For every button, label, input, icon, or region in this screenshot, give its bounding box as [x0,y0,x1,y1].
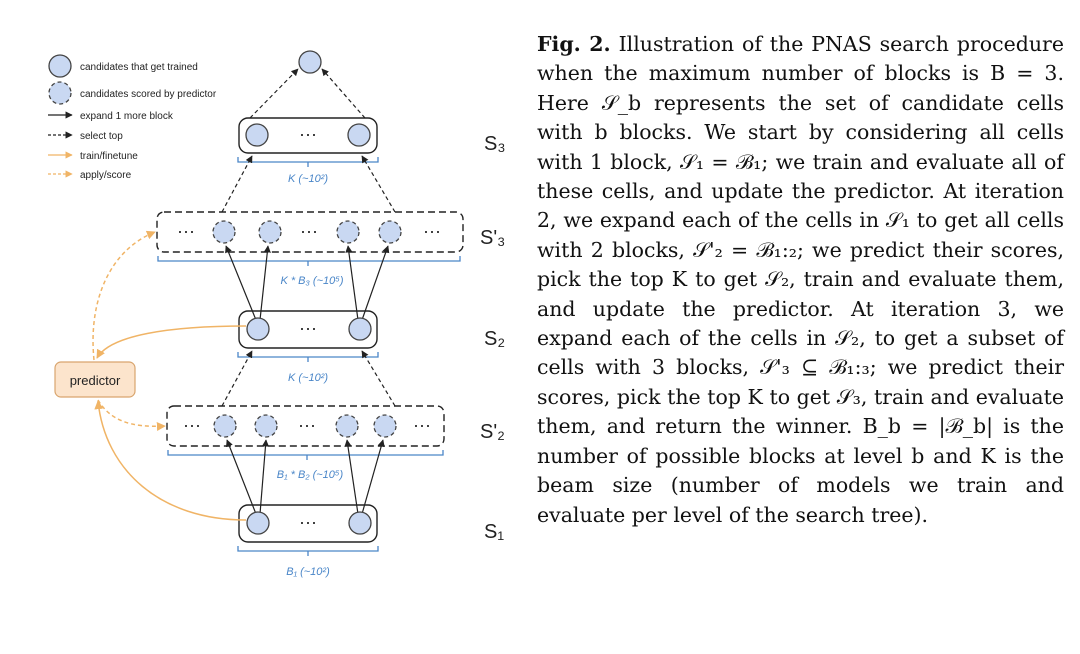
s3-node-right [347,123,371,147]
pnas-diagram: candidates that get trained candidates s… [48,50,505,578]
figure-caption: Fig. 2. Illustration of the PNAS search … [537,30,1064,530]
s3p-node-4 [378,220,402,244]
s1-ellipsis: ··· [299,512,317,532]
s3-size-label: K (~10²) [288,173,328,185]
s1-level-label: S₁ [484,521,504,543]
expand-arrow-5 [226,439,257,515]
select-arrow-s3-left [221,155,253,213]
legend-scored-node [48,81,72,105]
s2-box [238,310,378,349]
s2-ellipsis: ··· [299,318,317,338]
s2-bracket [237,352,379,362]
expand-arrow-3 [345,245,359,321]
s3-box [238,117,378,154]
legend-select-label: select top [80,131,123,142]
s2p-box [166,405,445,447]
s1-box [238,504,378,543]
s2p-ellipsis-1: ··· [183,415,201,435]
predictor: predictor [54,361,136,398]
s2p-ellipsis-3: ··· [413,415,431,435]
s3-bracket [237,157,379,167]
apply-arrow-predictor-to-s2p [97,399,166,431]
legend-train-label: train/finetune [80,151,138,162]
s3p-node-2 [258,220,282,244]
s2p-node-3 [335,414,359,438]
s1-bracket [237,546,379,556]
s2p-node-4 [373,414,397,438]
level-s2-prime: ··· ··· ··· B₁ * B₂ (~10⁵) S'₂ [166,405,505,481]
s2p-size-label: B₁ * B₂ (~10⁵) [277,469,344,481]
expand-arrow-8 [361,439,385,515]
s1-node-left [246,511,270,535]
level-s1: ··· B₁ (~10²) S₁ [237,504,504,578]
select-arrow-s2-left [221,350,253,407]
legend-apply-label: apply/score [80,170,132,181]
s3p-ellipsis-1: ··· [177,221,195,241]
select-arrow-winner-right [321,68,366,119]
winner-node [298,50,322,74]
caption-text: Illustration of the PNAS search procedur… [537,32,1064,527]
s3p-node-3 [336,220,360,244]
s3p-bracket [157,256,461,266]
expand-arrow-4 [361,245,390,321]
level-s2: ··· K (~10²) S₂ [237,310,505,384]
expand-arrow-1 [225,245,257,321]
select-arrow-s3-right [361,155,396,213]
s3p-ellipsis-3: ··· [423,221,441,241]
train-arrow-s1-to-predictor [94,400,247,521]
caption-label: Fig. 2. [537,32,611,56]
legend-expand-label: expand 1 more block [80,111,174,122]
s2-node-left [246,317,270,341]
s3-level-label: S₃ [484,133,505,155]
s3p-ellipsis-2: ··· [300,221,318,241]
predictor-box [54,361,136,398]
s2p-bracket [167,450,444,460]
expand-arrow-7 [344,439,359,515]
level-s3-prime: ··· ··· ··· K * B₃ (~10⁵) S'₃ [156,211,505,287]
select-arrow-winner-left [249,68,299,119]
legend-trained-label: candidates that get trained [80,62,198,73]
s3p-node-1 [212,220,236,244]
level-s3: ··· K (~10²) S₃ [237,117,505,185]
s1-node-right [348,511,372,535]
expand-arrow-6 [259,439,270,515]
train-arrow-s2-to-predictor [96,325,247,359]
s3p-box [156,211,464,253]
s1-size-label: B₁ (~10²) [286,566,330,578]
legend-scored-label: candidates scored by predictor [80,89,217,100]
s2p-node-1 [213,414,237,438]
s3-node-left [245,123,269,147]
legend: candidates that get trained candidates s… [48,54,217,181]
s2p-ellipsis-2: ··· [298,415,316,435]
legend-trained-node [48,54,72,78]
s3p-level-label: S'₃ [480,227,505,249]
expand-arrow-2 [259,245,271,321]
s2p-level-label: S'₂ [480,421,505,443]
predictor-label: predictor [70,373,121,388]
s3p-size-label: K * B₃ (~10⁵) [280,275,343,287]
s2-size-label: K (~10²) [288,372,328,384]
s2p-node-2 [254,414,278,438]
s2-level-label: S₂ [484,328,505,350]
select-arrow-s2-right [361,350,396,407]
s2-node-right [348,317,372,341]
apply-arrow-predictor-to-s3p [92,230,156,361]
s3-ellipsis: ··· [299,124,317,144]
